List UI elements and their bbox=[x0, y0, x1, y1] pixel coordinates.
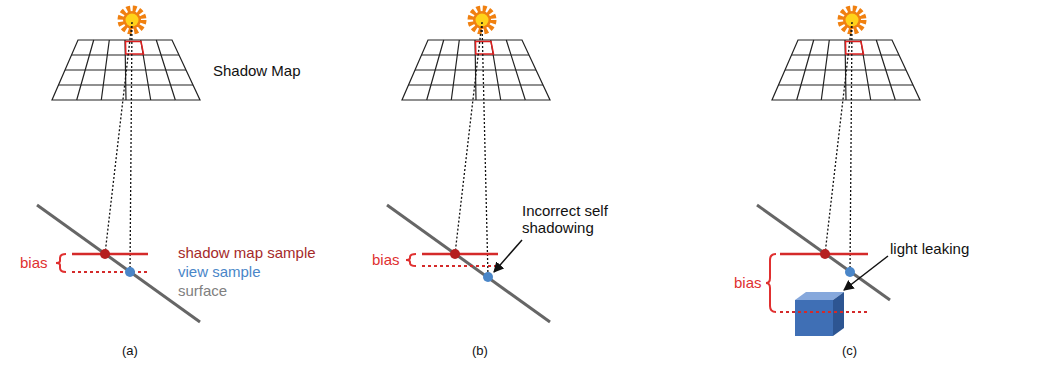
legend-text: view sample bbox=[178, 263, 261, 280]
panel-c bbox=[757, 9, 920, 336]
callout-label: light leaking bbox=[890, 240, 969, 257]
legend-text: surface bbox=[178, 282, 227, 299]
bias-label: bias bbox=[20, 254, 48, 271]
shadow-map-label: Shadow Map bbox=[213, 62, 301, 79]
panel-caption: (a) bbox=[122, 344, 138, 359]
panel-caption: (c) bbox=[842, 344, 857, 359]
bias-label: bias bbox=[734, 274, 762, 291]
panel-a bbox=[37, 9, 200, 322]
bias-label: bias bbox=[372, 251, 400, 268]
callout-label: Incorrect self shadowing bbox=[522, 202, 632, 237]
panel-caption: (b) bbox=[472, 344, 488, 359]
panel-b bbox=[387, 9, 550, 322]
occluder-cube bbox=[795, 292, 844, 336]
legend-text: shadow map sample bbox=[178, 244, 316, 261]
